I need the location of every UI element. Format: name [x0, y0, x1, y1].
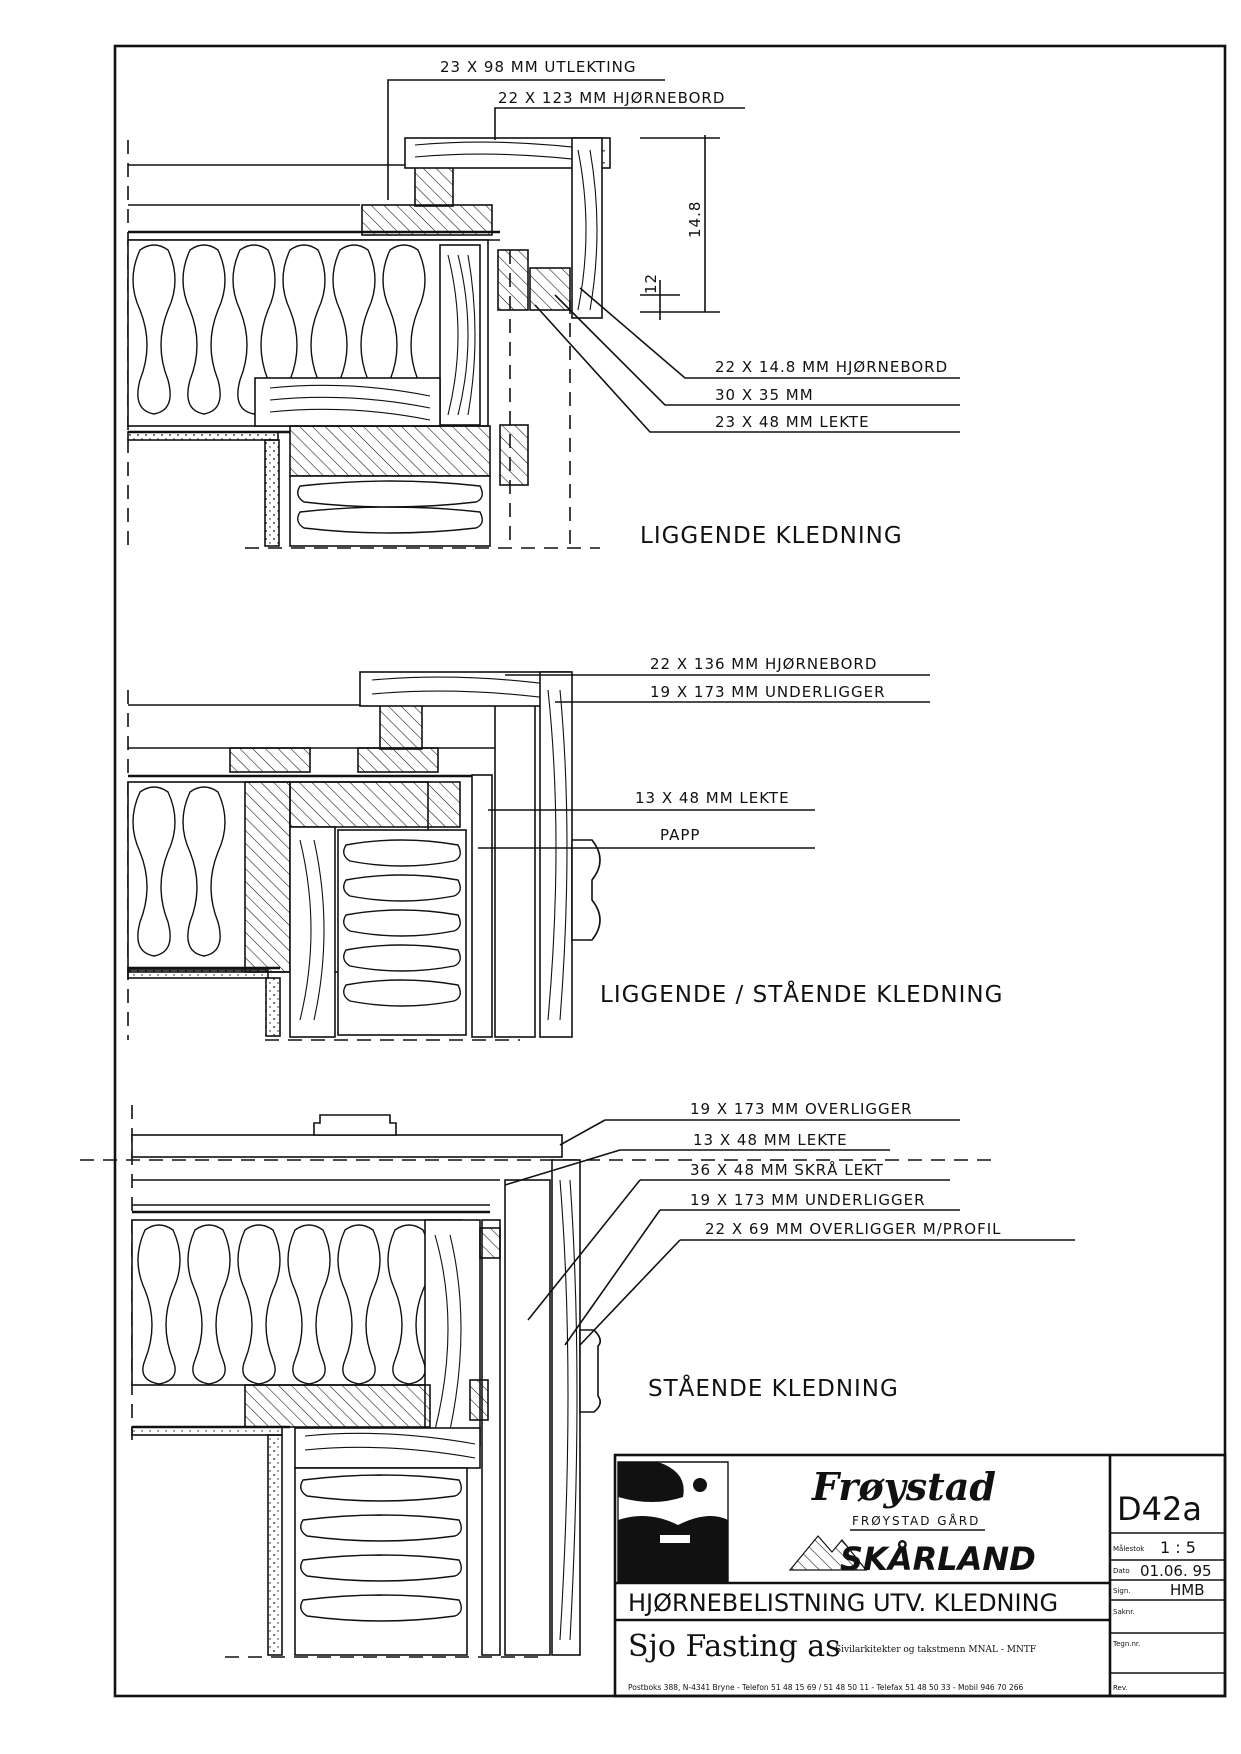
detail-title-liggende-staende: LIGGENDE / STÅENDE KLEDNING: [600, 980, 1003, 1008]
dim-label-12: 12: [642, 273, 660, 294]
field-label-dato: Dato: [1113, 1567, 1130, 1575]
company-address: Postboks 388, N-4341 Bryne - Telefon 51 …: [628, 1683, 1023, 1692]
detail-liggende-kledning: 14.8 12 23 X 98 MM UTLEKTING 22 X 123 MM…: [127, 58, 960, 549]
label-hjornebord-136: 22 X 136 MM HJØRNEBORD: [650, 655, 877, 673]
field-label-saknr: Saknr.: [1113, 1608, 1135, 1616]
detail-liggende-staende-kledning: 22 X 136 MM HJØRNEBORD 19 X 173 MM UNDER…: [127, 655, 1003, 1041]
company-subtitle: Sivilarkitekter og takstmenn MNAL - MNTF: [835, 1645, 1036, 1655]
company-name: Sjo Fasting as: [628, 1629, 841, 1664]
label-overligger-profil: 22 X 69 MM OVERLIGGER M/PROFIL: [705, 1220, 1001, 1238]
label-lekte-13x48-d3: 13 X 48 MM LEKTE: [693, 1131, 848, 1149]
label-underligger-d3: 19 X 173 MM UNDERLIGGER: [690, 1191, 926, 1209]
label-underligger-d2: 19 X 173 MM UNDERLIGGER: [650, 683, 886, 701]
label-hjornebord-123: 22 X 123 MM HJØRNEBORD: [498, 89, 725, 107]
logo-froystad: Frøystad: [811, 1464, 996, 1509]
dim-label-148: 14.8: [686, 201, 704, 238]
detail-title-staende: STÅENDE KLEDNING: [648, 1374, 899, 1402]
detail-staende-kledning: 19 X 173 MM OVERLIGGER 13 X 48 MM LEKTE …: [80, 1100, 1075, 1658]
field-label-sign: Sign.: [1113, 1587, 1131, 1595]
drawing-number: D42a: [1117, 1490, 1202, 1528]
logo-skarland: SKÅRLAND: [840, 1540, 1036, 1578]
field-label-malestok: Målestok: [1113, 1544, 1145, 1553]
drawing-title: HJØRNEBELISTNING UTV. KLEDNING: [628, 1589, 1058, 1617]
label-lekte-13x48-d2: 13 X 48 MM LEKTE: [635, 789, 790, 807]
label-lekte-23x48: 23 X 48 MM LEKTE: [715, 413, 870, 431]
label-skra-lekt: 36 X 48 MM SKRÅ LEKT: [690, 1160, 884, 1179]
skarland-mountain-icon: [788, 1535, 868, 1571]
label-30x35: 30 X 35 MM: [715, 386, 814, 404]
label-overligger-173: 19 X 173 MM OVERLIGGER: [690, 1100, 913, 1118]
field-value-malestok: 1 : 5: [1160, 1538, 1196, 1557]
field-label-tegnnr: Tegn.nr.: [1112, 1640, 1140, 1648]
froystad-logo-graphic: [617, 1461, 729, 1583]
label-hjornebord-148: 22 X 14.8 MM HJØRNEBORD: [715, 358, 948, 376]
field-label-rev: Rev.: [1113, 1684, 1128, 1692]
detail-title-liggende: LIGGENDE KLEDNING: [640, 523, 903, 549]
title-block: Frøystad FRØYSTAD GÅRD SKÅRLAND HJØRNEBE…: [613, 1453, 1227, 1698]
logo-froystad-gard: FRØYSTAD GÅRD: [852, 1513, 980, 1528]
label-papp: PAPP: [660, 826, 700, 844]
field-value-sign: HMB: [1170, 1581, 1205, 1599]
label-utlekting: 23 X 98 MM UTLEKTING: [440, 58, 636, 76]
field-value-dato: 01.06. 95: [1140, 1562, 1212, 1580]
